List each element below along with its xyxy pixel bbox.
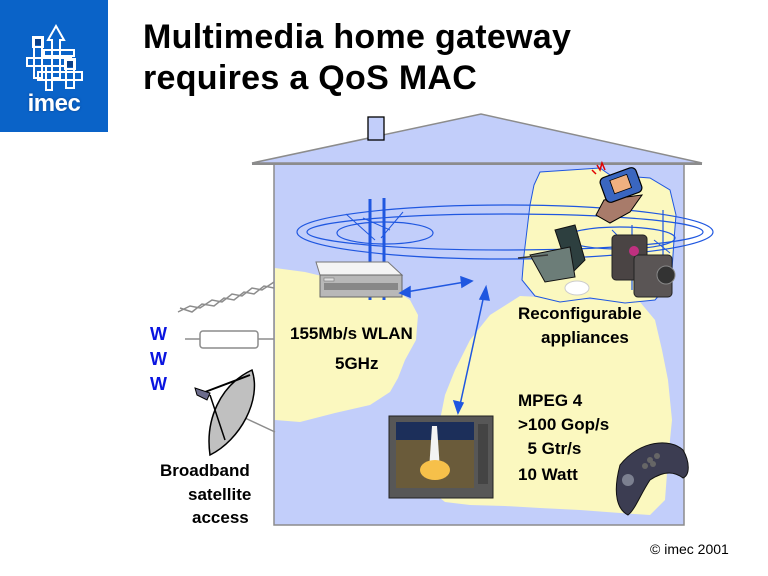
house-roof <box>251 113 703 164</box>
television-icon <box>388 415 494 499</box>
link-arrows <box>398 275 490 415</box>
title-line-1: Multimedia home gateway <box>143 18 572 56</box>
copyright-notice: © imec 2001 <box>650 541 729 557</box>
imec-logo: imec <box>0 0 108 132</box>
satellite-label-1: Broadband <box>160 461 250 480</box>
slide-title: Multimedia home gateway requires a QoS M… <box>143 17 571 99</box>
chimney <box>367 116 385 141</box>
pda-icon <box>517 224 590 296</box>
coax-cable-icon <box>185 330 274 349</box>
wlan-frequency-label: 5GHz <box>335 354 379 373</box>
twisted-pair-icon <box>177 281 275 313</box>
set-top-box-icon <box>315 261 404 298</box>
camera-icon <box>611 234 676 298</box>
mpeg-spec-2: >100 Gop/s <box>518 415 610 434</box>
title-line-2: requires a QoS MAC <box>143 59 478 97</box>
satellite-label-3: access <box>192 508 249 527</box>
mpeg-spec-1: MPEG 4 <box>518 391 583 410</box>
wlan-label: 155Mb/s WLAN <box>290 324 413 343</box>
www-label-3: W <box>150 374 167 394</box>
logo-text: imec <box>27 90 81 117</box>
www-label-2: W <box>150 349 167 369</box>
wlan-zone <box>275 268 418 422</box>
mpeg-spec-4: 10 Watt <box>518 465 578 484</box>
gamepad-icon <box>615 442 689 516</box>
www-label-1: W <box>150 324 167 344</box>
mpeg-spec-3: 5 Gtr/s <box>518 439 582 458</box>
smart-watch-icon <box>591 160 644 224</box>
imec-building-logo-icon <box>26 23 83 91</box>
reconfigurable-label: Reconfigurable <box>518 304 642 323</box>
satellite-dish-icon <box>194 368 276 457</box>
appliances-label: appliances <box>541 328 629 347</box>
satellite-label-2: satellite <box>188 485 252 504</box>
